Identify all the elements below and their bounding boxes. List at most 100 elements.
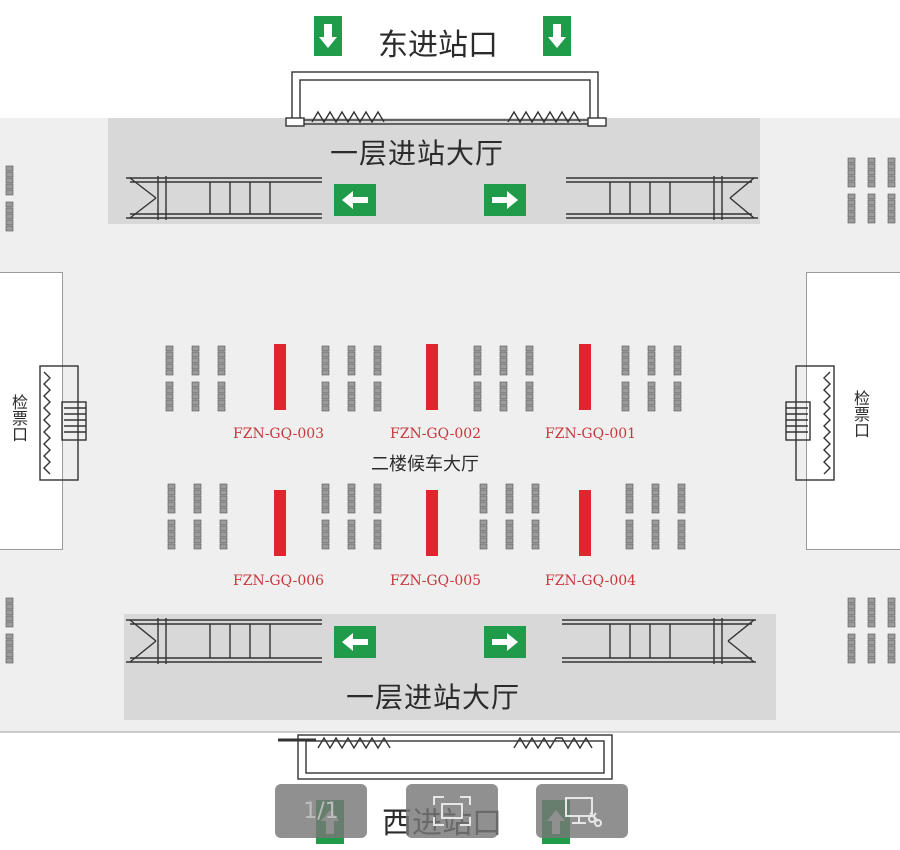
seat [167, 507, 176, 514]
seat [347, 393, 356, 400]
seat [847, 657, 856, 664]
arrow-right-icon [484, 626, 526, 658]
seat [321, 381, 330, 388]
seat [525, 405, 534, 412]
seat [219, 543, 228, 550]
seat [867, 157, 876, 164]
seat [867, 199, 876, 206]
seat [219, 489, 228, 496]
seat [373, 357, 382, 364]
seat [867, 615, 876, 622]
gate-label: FZN-GQ-003 [233, 426, 325, 442]
seat [479, 519, 488, 526]
seat [887, 603, 896, 610]
seat [867, 645, 876, 652]
seat [887, 169, 896, 176]
seat [373, 345, 382, 352]
seat [847, 633, 856, 640]
seat [219, 531, 228, 538]
seat [499, 369, 508, 376]
seat [867, 597, 876, 604]
seat [373, 501, 382, 508]
seat [347, 345, 356, 352]
seat [847, 163, 856, 170]
seat [505, 543, 514, 550]
seat [847, 597, 856, 604]
seat [651, 525, 660, 532]
seat [651, 531, 660, 538]
seat [167, 483, 176, 490]
seat [373, 393, 382, 400]
seat [531, 495, 540, 502]
seat [373, 399, 382, 406]
gate-bar-003[interactable] [274, 344, 286, 410]
seat [651, 495, 660, 502]
seat [193, 531, 202, 538]
seat [479, 537, 488, 544]
seat [499, 399, 508, 406]
seat [673, 399, 682, 406]
seat [479, 543, 488, 550]
gate-bar-001[interactable] [579, 344, 591, 410]
seat [219, 501, 228, 508]
seat [217, 345, 226, 352]
seat [473, 399, 482, 406]
seat [677, 483, 686, 490]
seat [373, 531, 382, 538]
cut-screen-icon [565, 797, 602, 827]
seat [165, 369, 174, 376]
seat [347, 351, 356, 358]
seat [191, 387, 200, 394]
seat [321, 501, 330, 508]
seat [321, 489, 330, 496]
seat [647, 351, 656, 358]
seat [531, 501, 540, 508]
seat [479, 501, 488, 508]
seat [525, 387, 534, 394]
seat [867, 621, 876, 628]
seat [887, 651, 896, 658]
seat [867, 211, 876, 218]
fit-screen-icon [433, 796, 471, 826]
seat [887, 645, 896, 652]
seat [531, 531, 540, 538]
seat [373, 387, 382, 394]
seat [625, 507, 634, 514]
seat [525, 399, 534, 406]
seat [347, 495, 356, 502]
seat [321, 369, 330, 376]
seat [5, 633, 14, 640]
gate-label: FZN-GQ-001 [545, 426, 637, 442]
gate-bar-006[interactable] [274, 490, 286, 556]
seat [847, 217, 856, 224]
gate-bar-004[interactable] [579, 490, 591, 556]
left-ticket-check-label: 检票口 [9, 394, 28, 442]
seat [5, 177, 14, 184]
seat [167, 531, 176, 538]
seat [867, 633, 876, 640]
seat [505, 507, 514, 514]
seat [499, 345, 508, 352]
seat [321, 543, 330, 550]
seat [677, 537, 686, 544]
seat [505, 531, 514, 538]
seat [165, 351, 174, 358]
seat [373, 489, 382, 496]
seat [847, 621, 856, 628]
seat [651, 537, 660, 544]
cut-screen-button[interactable] [536, 784, 628, 838]
fit-screen-button[interactable] [406, 784, 498, 838]
seat [193, 537, 202, 544]
seat [887, 157, 896, 164]
seat [525, 363, 534, 370]
gate-bar-005[interactable] [426, 490, 438, 556]
seat [499, 393, 508, 400]
seat [887, 621, 896, 628]
seat [321, 507, 330, 514]
seat [473, 381, 482, 388]
seat [217, 363, 226, 370]
page-indicator-button[interactable]: 1/1 [275, 784, 367, 838]
seat [347, 519, 356, 526]
gate-bar-002[interactable] [426, 344, 438, 410]
